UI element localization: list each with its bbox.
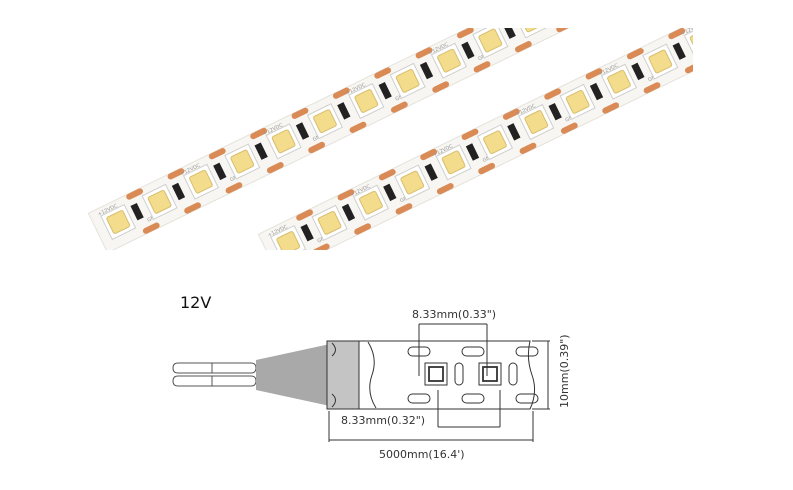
strip-led-unit	[311, 189, 372, 241]
led-strip: +12VDCGND+12VDCGND+12VDCGND+12VDCGND+12V…	[257, 28, 693, 250]
strip-led-unit: +12VDCGND	[345, 67, 408, 120]
length-dimension	[328, 411, 534, 442]
led-strips: +12VDCGND+12VDCGND+12VDCGND+12VDCGND+12V…	[88, 28, 693, 250]
length-label: 5000mm(16.4')	[379, 448, 465, 461]
end-cap	[326, 340, 360, 410]
solder-pad	[407, 393, 431, 404]
strip-led-unit	[141, 168, 202, 220]
led-chip-outline	[424, 362, 448, 386]
resistor	[508, 362, 518, 386]
pitch-dimension-bottom	[437, 390, 501, 428]
strip-led-unit	[306, 87, 367, 140]
pitch-dimension-top	[418, 323, 488, 376]
strip-led-unit	[389, 47, 450, 99]
strip-led-unit: +12VDCGND	[680, 28, 693, 60]
strip-led-unit: +12VDCGND	[262, 107, 326, 160]
led-chip	[482, 366, 498, 382]
height-label: 10mm(0.39")	[558, 334, 571, 408]
led-chip	[428, 366, 444, 382]
solder-pad	[461, 393, 485, 404]
pitch-label-top: 8.33mm(0.33")	[412, 308, 496, 321]
led-elements	[407, 346, 539, 404]
strip-led-unit: +12VDCGND	[350, 169, 413, 221]
led-strip-photo: +12VDCGND+12VDCGND+12VDCGND+12VDCGND+12V…	[88, 28, 693, 250]
led-strip: +12VDCGND +12VDCGND +12VDCGND +12VDCGND +12V…	[88, 28, 612, 250]
strip-led-unit	[476, 108, 537, 161]
solder-pad	[515, 393, 539, 404]
strip-led-unit: +12VDCGND	[513, 28, 574, 39]
strip-led-unit: +12VDCGND	[180, 148, 243, 200]
strip-led-unit	[224, 127, 284, 180]
solder-pad	[461, 346, 485, 357]
resistor	[454, 362, 464, 386]
strip-body	[359, 340, 536, 410]
wire-leads	[172, 362, 257, 387]
strip-dimension-drawing: 12V 8.33mm(0.33") 8.33mm(0.32")	[172, 293, 571, 461]
strip-led-unit	[394, 148, 454, 201]
pitch-label-bottom: 8.33mm(0.32")	[341, 414, 425, 427]
voltage-label: 12V	[180, 293, 211, 312]
led-chip-outline	[478, 362, 502, 386]
height-dimension	[532, 340, 550, 410]
strip-marking-v: +12VDC	[680, 28, 693, 37]
strip-led-unit	[642, 28, 693, 80]
cable-sleeve	[256, 344, 330, 406]
strip-led-unit	[472, 28, 532, 59]
solder-pad	[515, 346, 539, 357]
strip-led-unit: +12VDCGND	[598, 48, 661, 100]
strip-led-unit	[559, 68, 620, 120]
